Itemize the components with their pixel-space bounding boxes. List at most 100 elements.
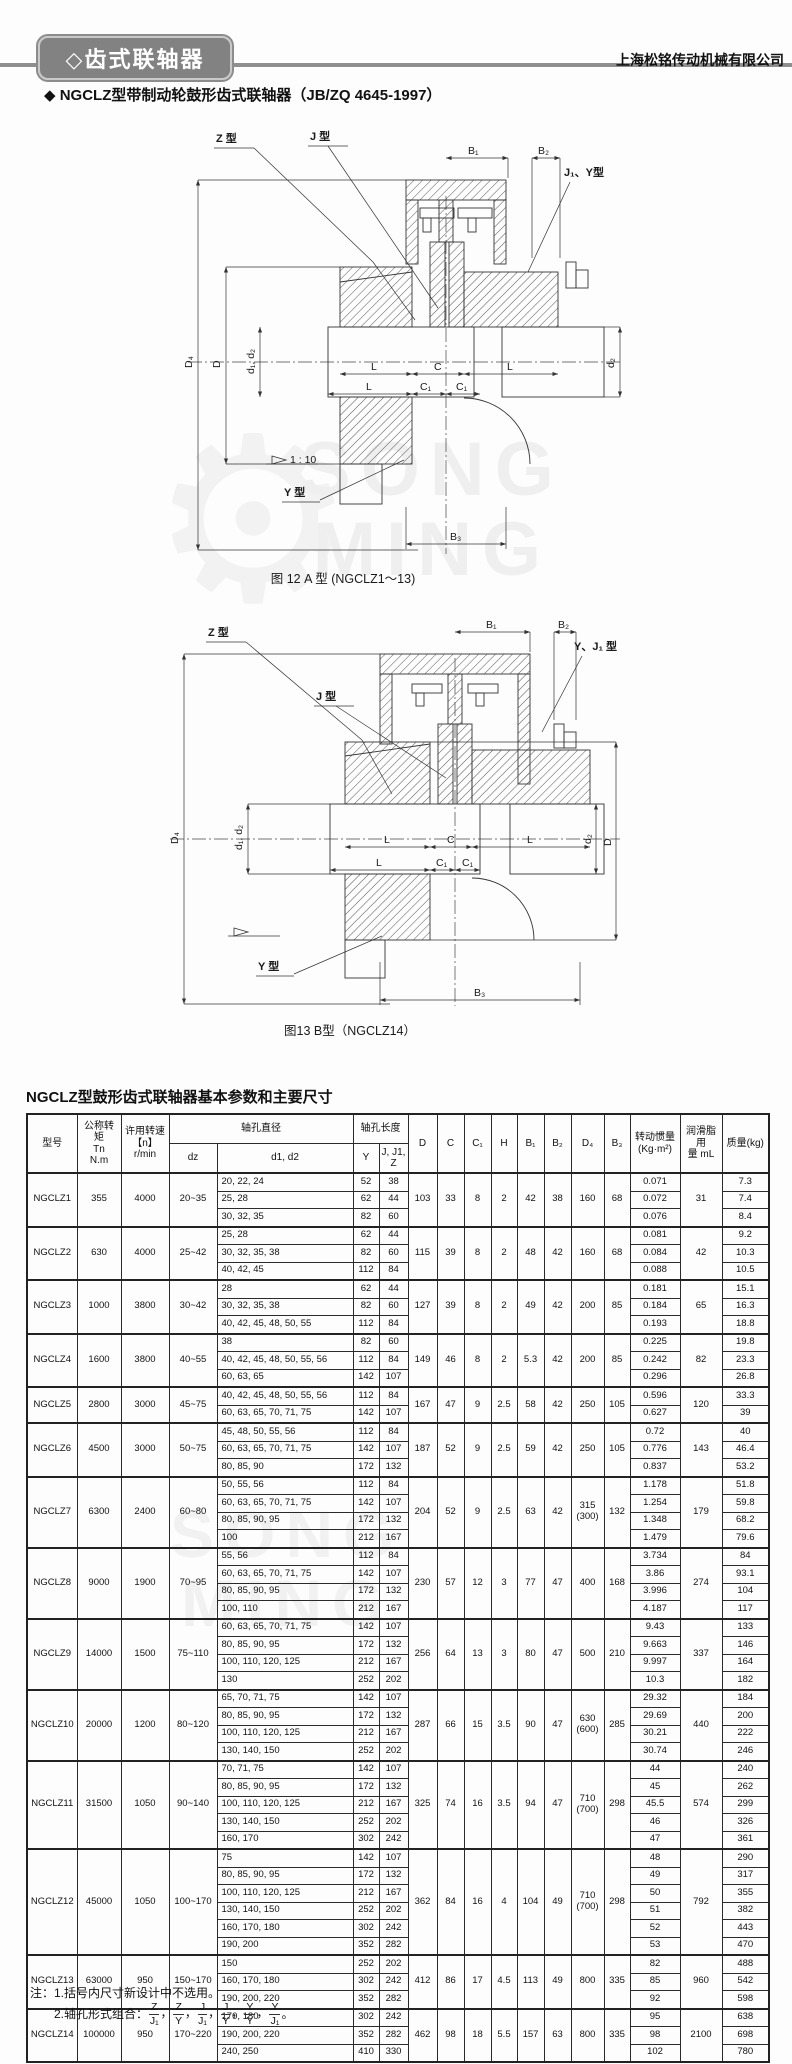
spec-cell: 98	[436, 2007, 465, 2063]
spec-cell: 210	[603, 1617, 631, 1690]
spec-cell: 113	[516, 1954, 545, 2009]
spec-cell: 62	[352, 1190, 380, 1209]
spec-cell: 112	[352, 1386, 380, 1406]
col-header-B3: B₃	[603, 1113, 631, 1174]
spec-cell: 9	[463, 1386, 492, 1424]
col-header-mass: 质量(kg)	[721, 1113, 770, 1174]
mass-cell: 8.4	[721, 1208, 770, 1227]
spec-cell: 6300	[76, 1475, 122, 1548]
spec-cell: 3000	[120, 1386, 170, 1424]
mass-cell: 23.3	[721, 1351, 770, 1370]
spec-cell: 252	[352, 1954, 380, 1974]
mass-cell: 7.4	[721, 1190, 770, 1209]
inertia-cell: 102	[629, 2043, 681, 2063]
label-b2: B₂	[558, 619, 569, 631]
label-l: L	[384, 834, 390, 846]
spec-cell: 200	[570, 1332, 605, 1388]
mass-cell: 443	[721, 1919, 770, 1938]
spec-cell: 172	[352, 1458, 380, 1477]
spec-cell: 352	[352, 2026, 380, 2045]
mass-cell: 262	[721, 1778, 770, 1797]
spec-cell: 104	[516, 1848, 545, 1956]
dimension-lines	[195, 145, 623, 551]
label-c1: C₁	[436, 857, 448, 869]
spec-cell: 47	[543, 1688, 572, 1761]
mass-cell: 290	[721, 1848, 770, 1868]
spec-cell: 202	[378, 1954, 409, 1974]
spec-cell: 52	[436, 1475, 465, 1548]
label-l: L	[527, 834, 533, 846]
spec-cell: 250	[570, 1386, 605, 1424]
bore-dia-cell: 75	[216, 1848, 354, 1868]
bore-dia-cell: 190, 200	[216, 1936, 354, 1956]
inertia-cell: 0.837	[629, 1458, 681, 1477]
inertia-cell: 1.348	[629, 1511, 681, 1530]
label-d1d2: d₁, d₂	[245, 349, 257, 374]
spec-cell: 410	[352, 2043, 380, 2063]
spec-cell: 16	[463, 1759, 492, 1850]
spec-cell: 202	[378, 1901, 409, 1920]
spec-cell: 2400	[120, 1475, 170, 1548]
mass-cell: 164	[721, 1653, 770, 1672]
spec-cell: 170~220	[168, 2007, 218, 2063]
spec-cell: 84	[436, 1848, 465, 1956]
spec-cell: 1200	[120, 1688, 170, 1761]
spec-cell: 60~80	[168, 1475, 218, 1548]
centerlines	[188, 196, 620, 554]
spec-cell: 335	[603, 2007, 631, 2063]
bore-dia-cell: 60, 63, 65	[216, 1368, 354, 1388]
inertia-cell: 0.193	[629, 1315, 681, 1334]
spec-cell: 202	[378, 1813, 409, 1832]
spec-cell: 63	[543, 2007, 572, 2063]
label-y-type: Y 型	[258, 959, 279, 973]
mass-cell: 222	[721, 1724, 770, 1743]
spec-cell: 168	[603, 1546, 631, 1619]
inertia-cell: 3.86	[629, 1565, 681, 1584]
model-cell: NGCLZ14	[26, 2007, 78, 2063]
spec-cell: 42	[543, 1422, 572, 1477]
note-2-suffix: 。	[281, 2007, 294, 2021]
spec-cell: 44	[378, 1190, 409, 1209]
spec-cell: 84	[378, 1546, 409, 1566]
inertia-cell: 48	[629, 1848, 681, 1868]
mass-cell: 146	[721, 1636, 770, 1655]
outline-sections	[327, 207, 605, 505]
col-header-bore-len: 轴孔长度	[352, 1113, 409, 1144]
bore-dia-cell: 70, 71, 75	[216, 1759, 354, 1779]
spec-cell: 4	[490, 1848, 518, 1956]
label-taper: 1 : 10	[290, 454, 316, 466]
label-d4: D₄	[183, 356, 195, 368]
spec-cell: 298	[603, 1848, 631, 1956]
spec-cell: 5.5	[490, 2007, 518, 2063]
bore-dia-cell: 100, 110	[216, 1600, 354, 1619]
spec-cell: 160	[570, 1225, 605, 1281]
spec-cell: 352	[352, 1936, 380, 1956]
mass-cell: 79.6	[721, 1529, 770, 1548]
spec-cell: 107	[378, 1688, 409, 1708]
spec-cell: 1050	[120, 1759, 170, 1850]
mass-cell: 299	[721, 1795, 770, 1814]
inertia-cell: 1.479	[629, 1529, 681, 1548]
spec-cell: 2.5	[490, 1475, 518, 1548]
grease-cell: 42	[679, 1225, 723, 1281]
mass-cell: 117	[721, 1600, 770, 1619]
grease-cell: 65	[679, 1279, 723, 1334]
model-cell: NGCLZ11	[26, 1759, 78, 1850]
spec-cell: 412	[407, 1954, 438, 2009]
